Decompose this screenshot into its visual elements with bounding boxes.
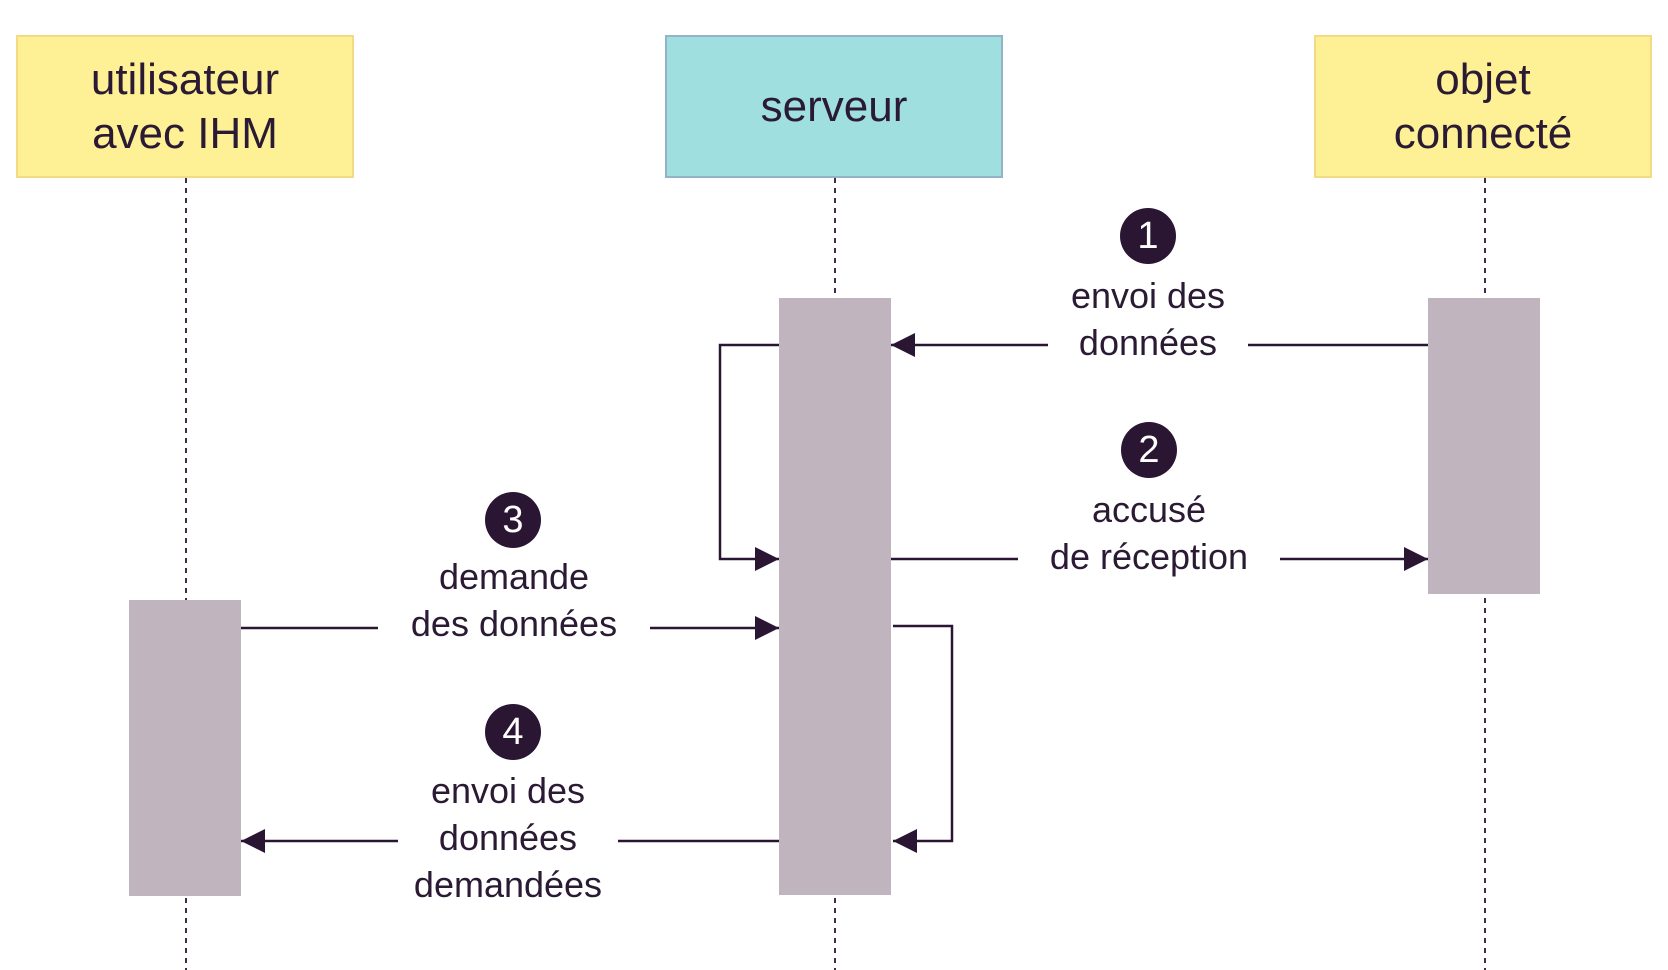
step-badge-4: 4	[485, 704, 541, 760]
self-loop-arrow-right	[893, 624, 954, 853]
actor-server-box: serveur	[665, 35, 1003, 178]
actor-object-label: objet connecté	[1393, 54, 1573, 158]
activation-bar-object	[1428, 298, 1540, 594]
actor-user-box: utilisateur avec IHM	[16, 35, 354, 178]
message-label-3: demande des données	[378, 553, 650, 647]
self-loop-arrow-left	[718, 343, 779, 571]
step-badge-3: 3	[485, 492, 541, 548]
actor-user-label: utilisateur avec IHM	[90, 54, 280, 158]
activation-bar-user	[129, 600, 241, 896]
step-badge-1: 1	[1120, 208, 1176, 264]
activation-bar-server	[779, 298, 891, 895]
message-label-4: envoi des données demandées	[398, 767, 618, 908]
actor-object-box: objet connecté	[1314, 35, 1652, 178]
message-label-1: envoi des données	[1048, 272, 1248, 366]
step-badge-2: 2	[1121, 422, 1177, 478]
message-label-2: accusé de réception	[1018, 486, 1280, 580]
actor-server-label: serveur	[760, 81, 908, 131]
